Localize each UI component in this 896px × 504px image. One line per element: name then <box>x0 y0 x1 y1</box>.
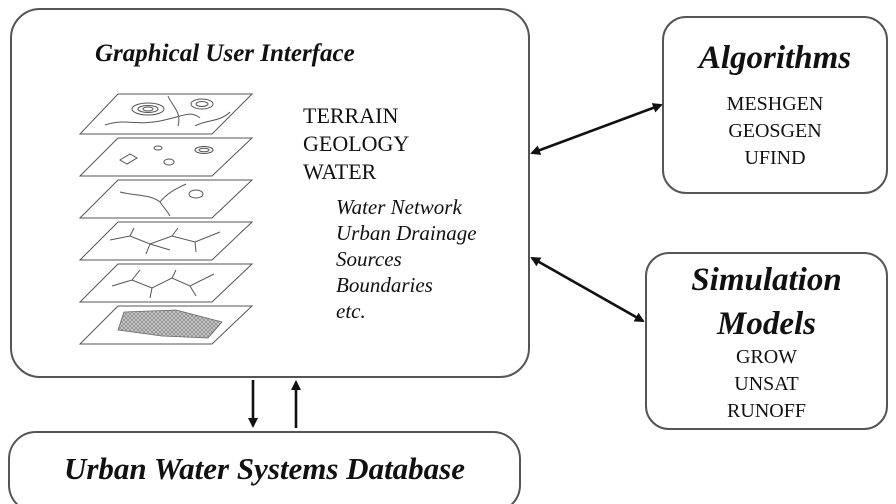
algorithms-title: Algorithms <box>698 40 852 76</box>
simulation-title-line1: Simulation <box>691 262 842 298</box>
gui-title: Graphical User Interface <box>95 40 355 67</box>
layer-label-terrain: TERRAIN <box>303 103 399 128</box>
simulation-item-runoff: RUNOFF <box>727 400 806 422</box>
algorithms-box <box>662 16 888 194</box>
drainage-layer <box>78 263 254 303</box>
simulation-item-unsat: UNSAT <box>734 373 799 395</box>
gui-algorithms-arrow <box>530 103 663 155</box>
layer-stack <box>78 93 254 345</box>
algorithm-item-ufind: UFIND <box>744 147 806 169</box>
arrows <box>248 103 663 428</box>
water-layer <box>78 179 254 219</box>
gui-box <box>10 8 530 378</box>
algorithm-item-geosgen: GEOSGEN <box>728 120 822 142</box>
water-network-layer <box>78 221 254 261</box>
water-item-drainage: Urban Drainage <box>336 221 477 245</box>
layer-label-geology: GEOLOGY <box>303 131 410 156</box>
simulation-models-box <box>645 252 888 430</box>
gui-simulation-arrow <box>530 256 645 323</box>
geology-layer <box>78 137 254 177</box>
simulation-item-grow: GROW <box>735 346 798 368</box>
water-item-boundaries: Boundaries <box>336 273 433 297</box>
algorithm-item-meshgen: MESHGEN <box>726 93 824 115</box>
dem-layer <box>78 305 254 345</box>
simulation-title-line2: Models <box>717 306 816 342</box>
water-item-sources: Sources <box>336 247 402 271</box>
database-box <box>8 431 521 504</box>
database-title: Urban Water Systems Database <box>63 451 466 486</box>
layer-label-water: WATER <box>303 159 377 184</box>
water-item-network: Water Network <box>336 195 462 219</box>
terrain-layer <box>78 93 254 135</box>
water-item-etc: etc. <box>336 299 366 323</box>
